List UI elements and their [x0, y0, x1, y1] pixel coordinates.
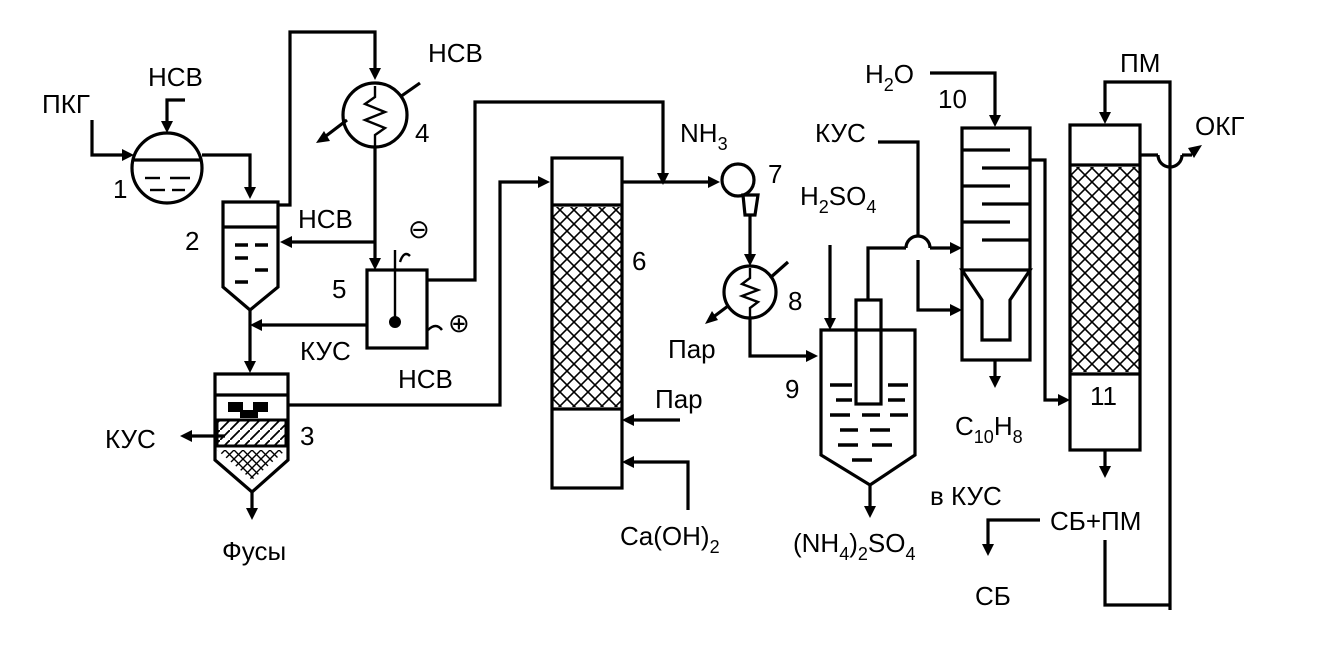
line-3-to-6: [288, 176, 550, 407]
label-steam-6: Пар: [655, 384, 703, 414]
ammonium-sulfate-outlet: [864, 485, 876, 518]
naphthalene-outlet: [989, 360, 1001, 388]
label-okg: ОКГ: [1195, 111, 1244, 141]
label-nsv-1: НСВ: [148, 62, 203, 92]
scrubber-10: [959, 126, 1033, 362]
number-6: 6: [632, 246, 646, 276]
label-to-kus: в КУС: [930, 481, 1002, 511]
label-steam-8: Пар: [668, 334, 716, 364]
steam-inlet-6: [622, 414, 680, 426]
line-8-to-9: [748, 318, 818, 362]
number-8: 8: [788, 286, 802, 316]
oil-loop-bottom: [1103, 540, 1170, 607]
electrolyzer-5: [365, 250, 443, 350]
compressor-7: [720, 162, 760, 217]
heat-exchanger-8: [705, 260, 790, 324]
label-sb: СБ: [975, 581, 1011, 611]
cathode-minus-sign: ⊖: [408, 214, 430, 244]
line-1-to-2: [202, 153, 256, 199]
number-2: 2: [185, 226, 199, 256]
number-10: 10: [938, 84, 967, 114]
kus-line-10: [878, 140, 962, 316]
label-pkg: ПКГ: [42, 89, 90, 119]
label-naphthalene: C10H8: [955, 411, 1023, 447]
oil-recycle-line: [1099, 80, 1172, 610]
absorber-11: [1068, 123, 1142, 452]
line-5-to-7: [427, 100, 669, 282]
heat-exchanger-4: [316, 81, 421, 149]
nsv-inlet-1-line: [161, 98, 185, 133]
number-9: 9: [785, 374, 799, 404]
label-fusy: Фусы: [222, 536, 286, 566]
line-2-to-3: [244, 310, 256, 373]
pkg-inlet-line: [90, 120, 134, 161]
number-4: 4: [415, 118, 429, 148]
kus-line-5: [250, 319, 367, 331]
label-kus-10: КУС: [815, 118, 866, 148]
line-4-to-5: [369, 147, 381, 270]
number-3: 3: [300, 421, 314, 451]
label-water: H2O: [865, 59, 914, 95]
separator-1: [130, 131, 204, 205]
label-h2so4: H2SO4: [800, 181, 876, 217]
line-6-to-7: [622, 176, 720, 188]
label-nsv-3: НСВ: [398, 364, 453, 394]
filter-3: [213, 372, 290, 495]
line-2-to-4: [278, 30, 381, 207]
label-ammonium-sulfate: (NH4)2SO4: [793, 528, 916, 564]
nsv-line-to-2: [280, 236, 375, 248]
label-lime: Ca(OH)2: [620, 521, 720, 557]
column-6: [550, 156, 624, 490]
label-pm: ПМ: [1120, 48, 1160, 78]
label-kus-3: КУС: [105, 424, 156, 454]
line-9-to-10: [866, 234, 962, 300]
label-nh3: NH3: [680, 118, 728, 154]
label-nsv-4: НСВ: [428, 38, 483, 68]
line-10-to-11: [1030, 158, 1070, 406]
anode-plus-sign: ⊕: [448, 308, 470, 338]
label-sb-pm: СБ+ПМ: [1050, 506, 1141, 536]
absorber-bottom-outlet: [1099, 450, 1111, 478]
label-kus-5: КУС: [300, 336, 351, 366]
number-1: 1: [113, 174, 127, 204]
clean-gas-outlet: [1140, 145, 1202, 169]
kus-outlet-3: [180, 430, 225, 442]
number-11: 11: [1090, 381, 1117, 411]
lime-inlet-6: [622, 456, 690, 510]
number-5: 5: [332, 274, 346, 304]
number-7: 7: [768, 159, 782, 189]
settler-2: [221, 200, 280, 313]
water-inlet-10: [930, 71, 1001, 127]
fusy-outlet: [246, 492, 258, 520]
line-7-to-8: [744, 215, 756, 266]
label-nsv-2: НСВ: [298, 204, 353, 234]
saturator-9: [819, 298, 917, 487]
acid-inlet-9: [824, 245, 836, 330]
kus-return-line: [982, 518, 1040, 556]
